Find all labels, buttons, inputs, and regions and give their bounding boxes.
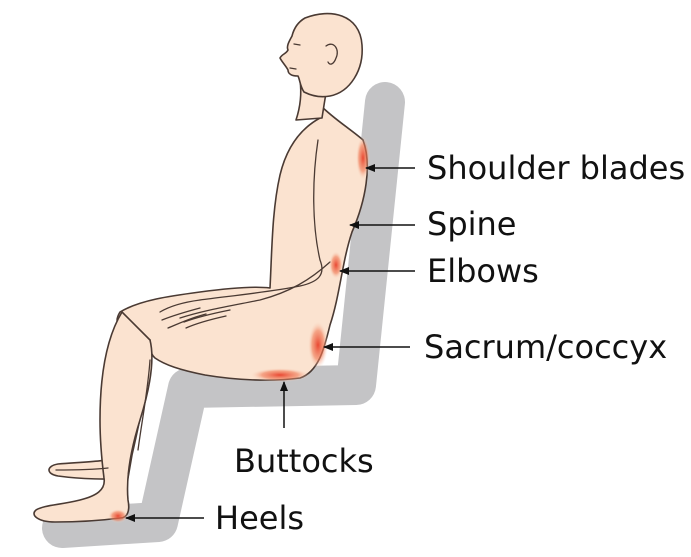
- pressure-shoulder-blades: [356, 136, 370, 180]
- label-buttocks: Buttocks: [234, 442, 374, 480]
- pressure-elbows: [329, 251, 343, 279]
- label-sacrum: Sacrum/coccyx: [424, 328, 667, 366]
- head: [280, 14, 362, 97]
- pressure-heels: [108, 509, 128, 523]
- label-heels: Heels: [215, 499, 304, 537]
- front-leg: [34, 312, 152, 522]
- label-elbows: Elbows: [427, 252, 539, 290]
- label-spine: Spine: [427, 205, 516, 243]
- body-torso: [117, 105, 367, 380]
- label-shoulder-blades: Shoulder blades: [427, 149, 685, 187]
- pressure-sacrum: [308, 321, 328, 369]
- pressure-buttocks: [250, 368, 310, 382]
